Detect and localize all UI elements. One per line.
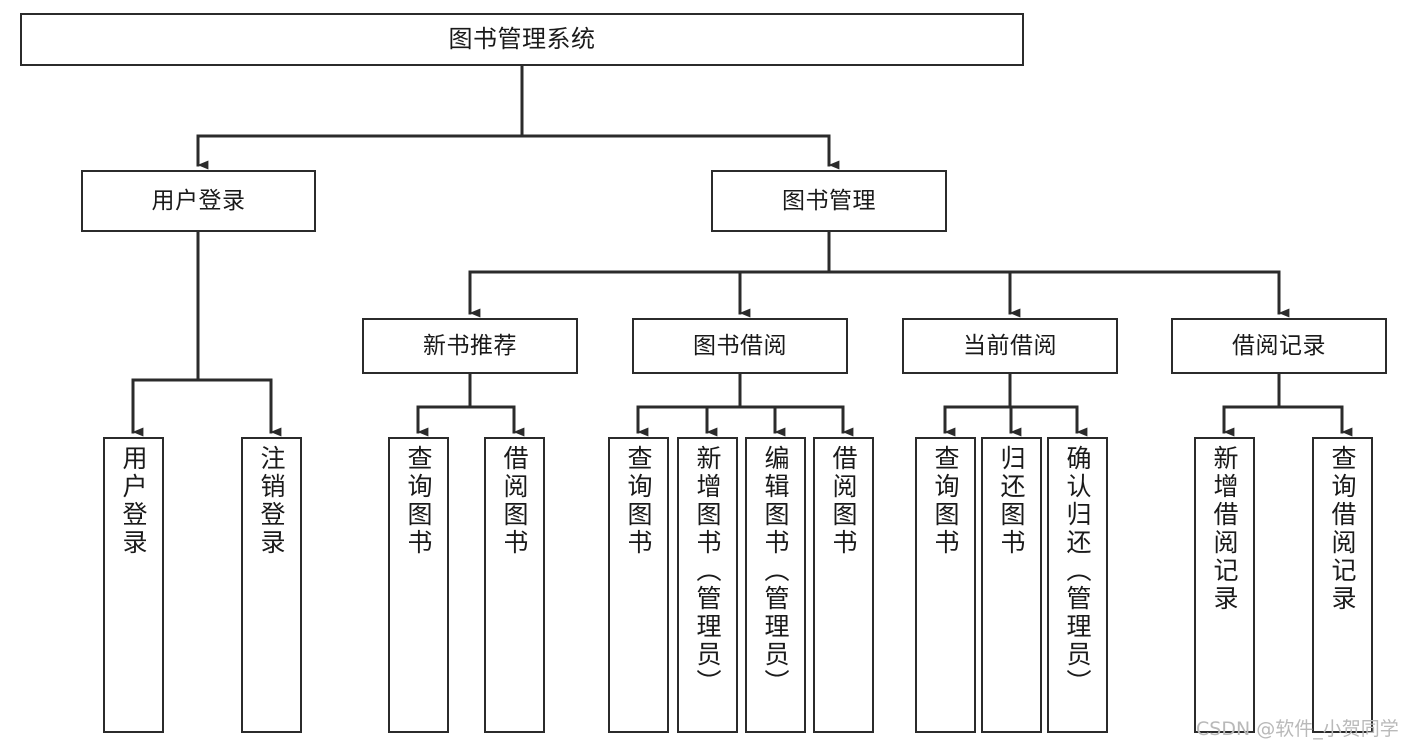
node-leaf-borrow-book-1[interactable]: 借阅图书 xyxy=(484,437,545,733)
node-leaf-query-book-1[interactable]: 查询图书 xyxy=(388,437,449,733)
node-leaf-user-login[interactable]: 用户登录 xyxy=(103,437,164,733)
node-leaf-add-record[interactable]: 新增借阅记录 xyxy=(1194,437,1255,733)
node-borrow-record[interactable]: 借阅记录 xyxy=(1171,318,1387,374)
node-leaf-add-book[interactable]: 新增图书（管理员） xyxy=(677,437,738,733)
node-root[interactable]: 图书管理系统 xyxy=(20,13,1024,66)
node-leaf-query-record[interactable]: 查询借阅记录 xyxy=(1312,437,1373,733)
node-leaf-add-book-label: 新增图书（管理员） xyxy=(693,445,722,697)
node-root-label: 图书管理系统 xyxy=(448,24,596,53)
node-leaf-query-book-3-label: 查询图书 xyxy=(931,445,960,557)
node-leaf-query-book-1-label: 查询图书 xyxy=(404,445,433,557)
node-leaf-query-book-2[interactable]: 查询图书 xyxy=(608,437,669,733)
node-leaf-return-book-label: 归还图书 xyxy=(997,445,1026,557)
node-new-book-recommend-label: 新书推荐 xyxy=(423,332,517,359)
node-leaf-query-book-3[interactable]: 查询图书 xyxy=(915,437,976,733)
node-leaf-logout-label: 注销登录 xyxy=(257,445,286,557)
node-user-login-label: 用户登录 xyxy=(151,187,246,214)
node-current-borrow[interactable]: 当前借阅 xyxy=(902,318,1118,374)
node-book-manage[interactable]: 图书管理 xyxy=(711,170,947,232)
node-leaf-edit-book[interactable]: 编辑图书（管理员） xyxy=(745,437,806,733)
node-leaf-confirm-return-label: 确认归还（管理员） xyxy=(1063,445,1092,697)
node-leaf-query-book-2-label: 查询图书 xyxy=(624,445,653,557)
node-new-book-recommend[interactable]: 新书推荐 xyxy=(362,318,578,374)
csdn-watermark: CSDN @软件_小贺同学 xyxy=(1196,718,1399,740)
node-leaf-edit-book-label: 编辑图书（管理员） xyxy=(761,445,790,697)
node-book-manage-label: 图书管理 xyxy=(782,187,876,214)
node-borrow-record-label: 借阅记录 xyxy=(1232,332,1326,359)
node-leaf-add-record-label: 新增借阅记录 xyxy=(1210,445,1239,613)
node-leaf-user-login-label: 用户登录 xyxy=(119,445,148,557)
node-current-borrow-label: 当前借阅 xyxy=(963,332,1057,359)
node-leaf-query-record-label: 查询借阅记录 xyxy=(1328,445,1357,613)
node-leaf-borrow-book-1-label: 借阅图书 xyxy=(500,445,529,557)
node-leaf-borrow-book-2[interactable]: 借阅图书 xyxy=(813,437,874,733)
node-user-login[interactable]: 用户登录 xyxy=(81,170,316,232)
node-leaf-confirm-return[interactable]: 确认归还（管理员） xyxy=(1047,437,1108,733)
node-leaf-logout[interactable]: 注销登录 xyxy=(241,437,302,733)
node-book-borrow-label: 图书借阅 xyxy=(693,332,787,359)
node-leaf-return-book[interactable]: 归还图书 xyxy=(981,437,1042,733)
node-leaf-borrow-book-2-label: 借阅图书 xyxy=(829,445,858,557)
node-book-borrow[interactable]: 图书借阅 xyxy=(632,318,848,374)
